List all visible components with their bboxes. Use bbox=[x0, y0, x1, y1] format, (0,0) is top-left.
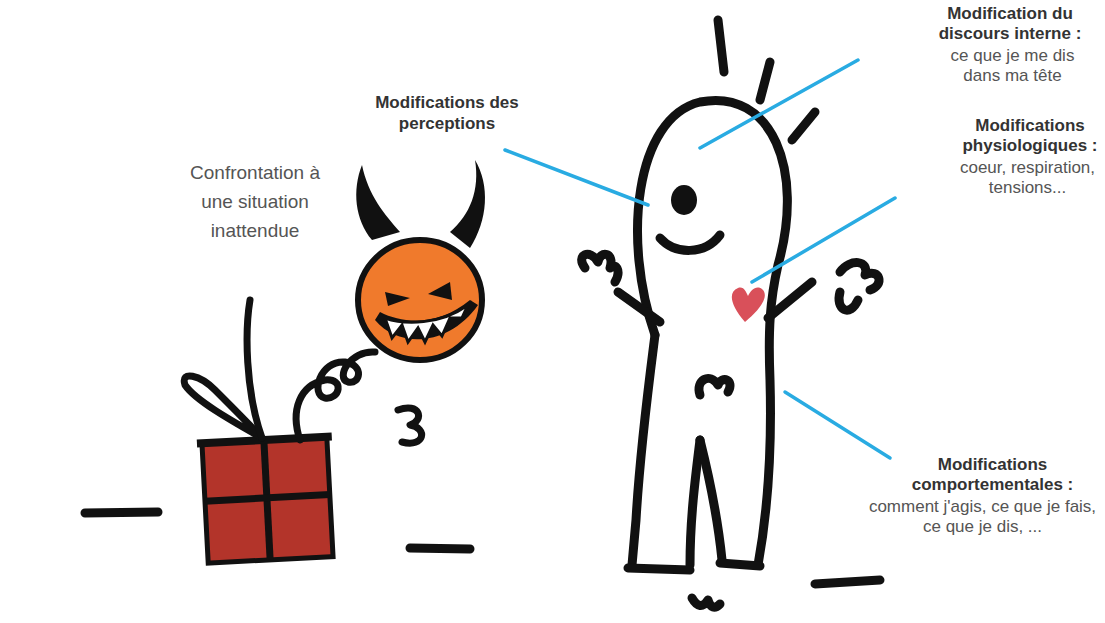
callout-text: coeur, respiration, tensions... bbox=[945, 158, 1105, 198]
leader-line bbox=[785, 392, 890, 458]
devil-eye bbox=[428, 282, 452, 300]
surprise-box bbox=[184, 300, 338, 563]
leader-line bbox=[752, 198, 895, 282]
box-body bbox=[202, 437, 333, 563]
callout-heading: Modifications des perceptions bbox=[372, 92, 522, 134]
figure-arm bbox=[768, 282, 812, 318]
ground-squiggle bbox=[692, 598, 720, 607]
ground-dash bbox=[85, 512, 158, 513]
callout-heading: Modifications comportementales : bbox=[880, 455, 1105, 495]
leader-line bbox=[505, 150, 648, 205]
tremble-mark bbox=[792, 112, 815, 140]
figure-hand bbox=[699, 378, 730, 395]
figure-arm bbox=[618, 292, 660, 322]
figure-feet bbox=[628, 563, 760, 570]
spring-coil bbox=[296, 352, 375, 440]
leader-line bbox=[700, 60, 858, 148]
devil-teeth bbox=[385, 305, 468, 342]
devil-horn bbox=[450, 160, 485, 248]
tremble-mark bbox=[718, 20, 724, 72]
spring-squiggle bbox=[398, 408, 422, 443]
figure-outline bbox=[638, 100, 788, 565]
stick-figure bbox=[582, 20, 879, 570]
devil-horn bbox=[356, 165, 400, 240]
callout-heading: Modifications physiologiques : bbox=[950, 116, 1105, 156]
figure-leg bbox=[690, 440, 700, 565]
tremble-mark bbox=[760, 62, 770, 100]
box-bow bbox=[247, 300, 262, 438]
ground-dash bbox=[410, 548, 470, 549]
figure-hand bbox=[582, 254, 618, 282]
figure-hand bbox=[839, 292, 858, 310]
devil-eye bbox=[385, 292, 410, 306]
figure-leg bbox=[632, 335, 655, 565]
ground-dash bbox=[815, 580, 880, 584]
box-ribbon bbox=[205, 495, 330, 502]
leader-lines bbox=[505, 60, 895, 458]
figure-leg bbox=[700, 440, 722, 560]
callout-text: comment j'agis, ce que je fais, ce que j… bbox=[860, 497, 1105, 537]
figure-heart bbox=[732, 288, 765, 322]
figure-eye bbox=[671, 185, 697, 215]
devil-head bbox=[356, 160, 485, 360]
callout-text: ce que je me dis dans ma tête bbox=[930, 46, 1095, 86]
callout-heading: Modification du discours interne : bbox=[920, 4, 1100, 44]
devil-face bbox=[358, 240, 482, 360]
situation-label: Confrontation à une situation inattendue bbox=[185, 158, 325, 245]
figure-smile bbox=[660, 235, 720, 250]
figure-hand bbox=[840, 263, 879, 290]
devil-spring bbox=[296, 352, 421, 443]
